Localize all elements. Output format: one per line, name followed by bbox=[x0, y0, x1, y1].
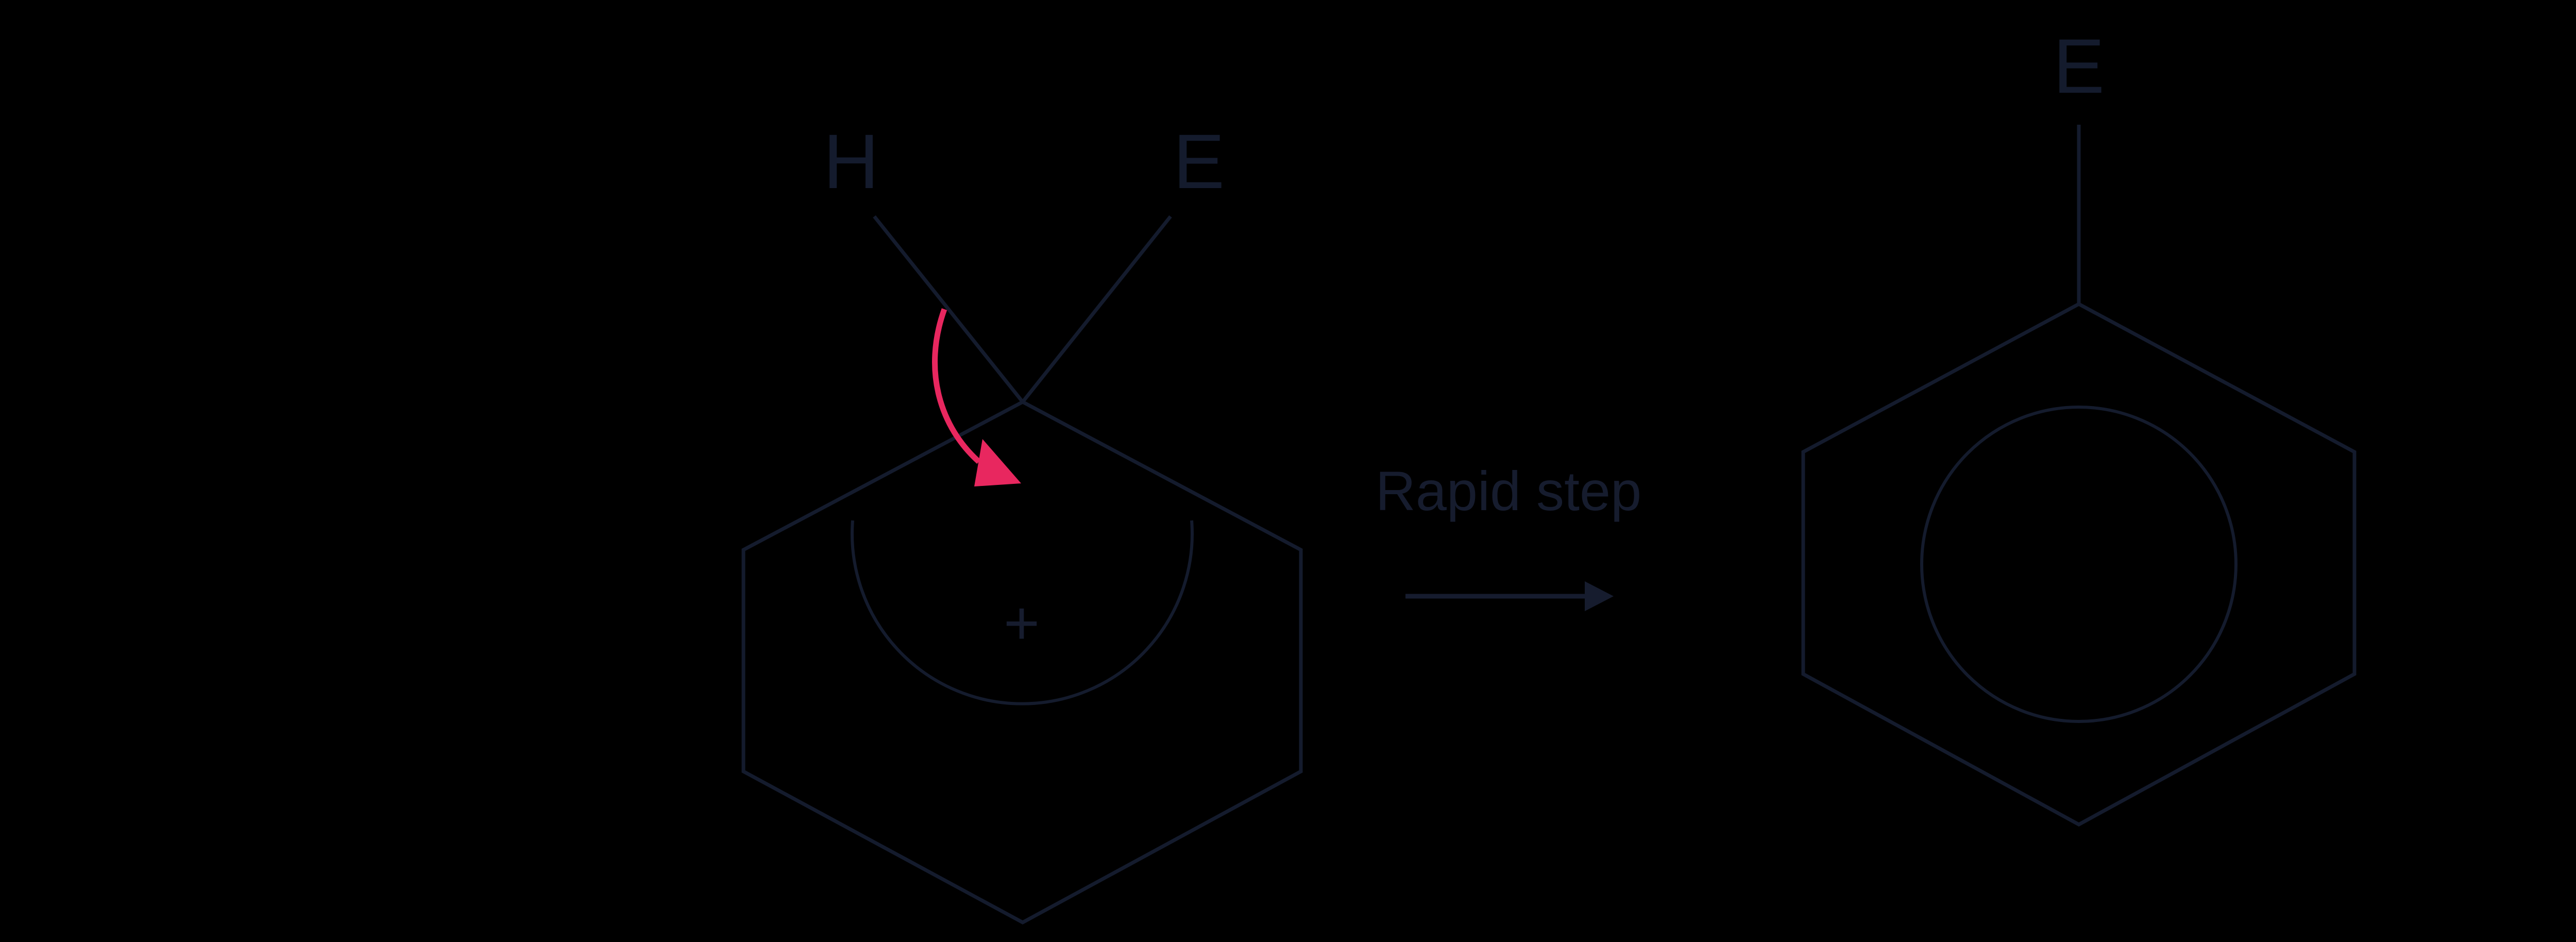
reactant-electrophile-atom-label: E bbox=[1173, 118, 1225, 205]
product-electrophile-atom-label: E bbox=[2053, 23, 2105, 109]
curly-arrow-stem bbox=[932, 308, 981, 464]
partial-aromatic-circle bbox=[851, 520, 1194, 705]
reactant-hexagon-ring bbox=[741, 400, 1303, 924]
product-hexagon-ring bbox=[1801, 302, 2357, 827]
reactant-arenium-ion: + H E bbox=[741, 118, 1303, 924]
reaction-condition-label: Rapid step bbox=[1376, 460, 1641, 522]
aromatic-circle bbox=[1920, 406, 2238, 723]
product-substituted-benzene: E bbox=[1801, 23, 2357, 827]
reaction-arrow-head bbox=[1585, 581, 1614, 611]
positive-charge-label: + bbox=[1004, 588, 1040, 658]
reaction-arrow-group: Rapid step bbox=[1376, 460, 1641, 611]
curly-arrow-head bbox=[974, 439, 1021, 486]
carbon-electrophile-bond bbox=[1021, 215, 1172, 403]
electron-pair-curly-arrow bbox=[932, 308, 1021, 486]
hydrogen-atom-label: H bbox=[823, 118, 879, 205]
carbon-hydrogen-bond bbox=[873, 215, 1024, 403]
